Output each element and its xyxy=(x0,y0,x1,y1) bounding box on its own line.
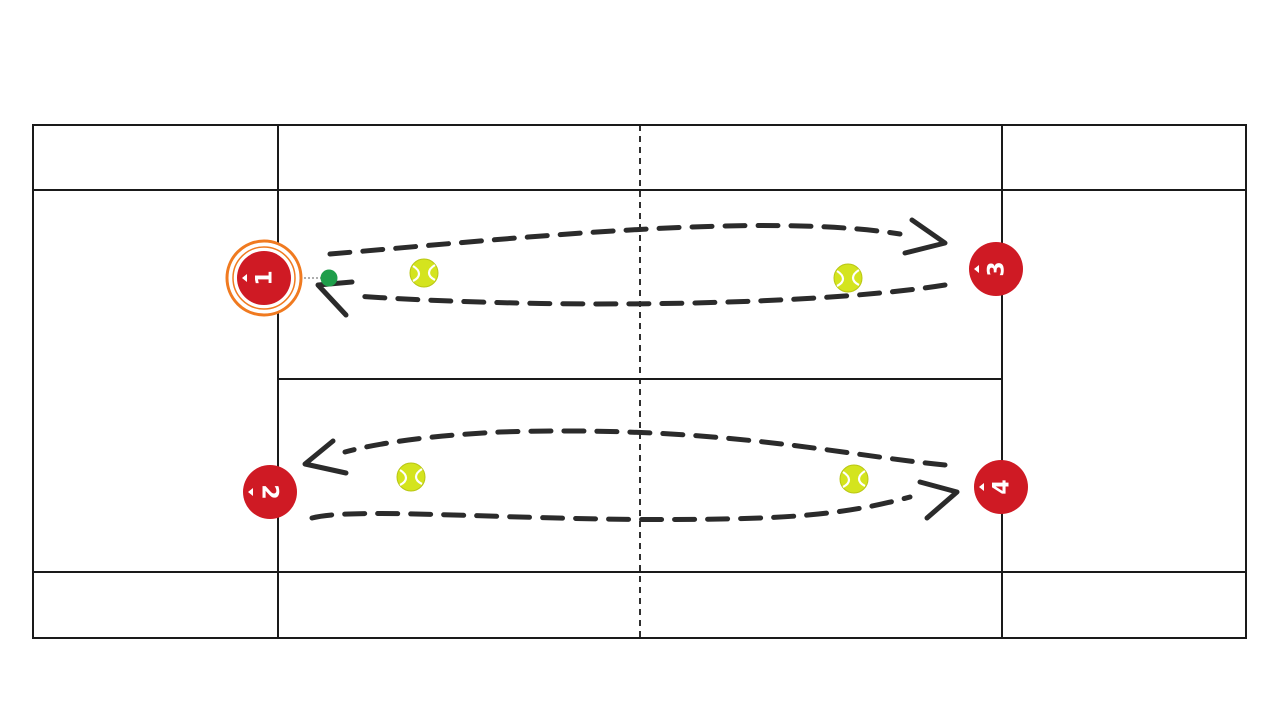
tennis-ball-icon[interactable] xyxy=(839,464,869,494)
player-2-label: 2 xyxy=(257,484,282,499)
arrow-heads xyxy=(302,217,960,521)
arrowhead-right-bottom xyxy=(917,479,960,521)
player-1-label: 1 xyxy=(253,270,278,285)
path-1-to-3[interactable] xyxy=(327,223,903,257)
arrowhead-left-bottom xyxy=(302,438,349,476)
arrowhead-left-top xyxy=(315,279,355,318)
player-3-label: 3 xyxy=(985,261,1010,276)
tennis-ball-icon[interactable] xyxy=(833,263,863,293)
player-4-label: 4 xyxy=(990,479,1015,494)
arrowhead-right-top xyxy=(902,217,948,256)
player-1-marker[interactable]: 1 xyxy=(225,239,303,317)
tennis-ball-icon[interactable] xyxy=(409,258,439,288)
movement-paths xyxy=(309,223,948,523)
path-2-to-4[interactable] xyxy=(309,494,913,523)
path-4-to-2[interactable] xyxy=(342,428,948,468)
players: 1 2 3 4 xyxy=(225,239,1028,519)
tennis-court xyxy=(32,124,1247,639)
tennis-balls xyxy=(396,258,869,494)
player-4-marker[interactable]: 4 xyxy=(974,460,1028,514)
player-2-marker[interactable]: 2 xyxy=(243,465,297,519)
tennis-ball-icon[interactable] xyxy=(396,462,426,492)
rotation-handle[interactable] xyxy=(320,269,338,287)
path-3-to-1[interactable] xyxy=(352,282,948,307)
player-3-marker[interactable]: 3 xyxy=(969,242,1023,296)
